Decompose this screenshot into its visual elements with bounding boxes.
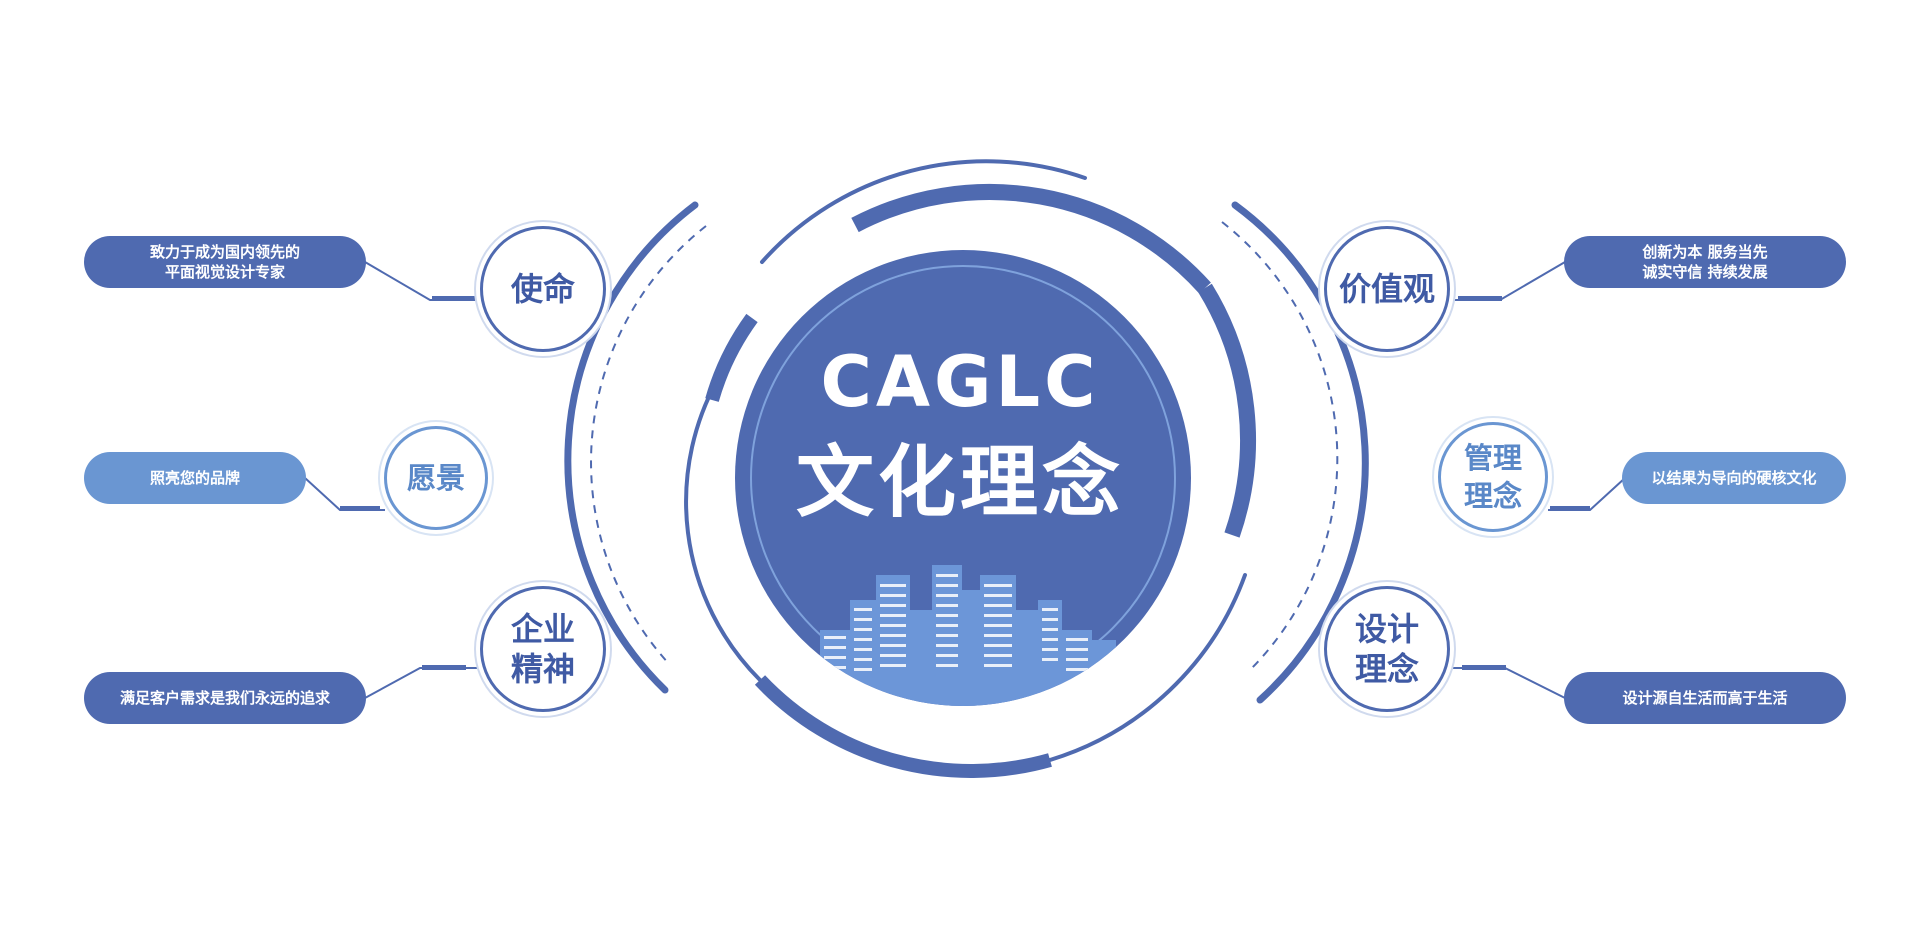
pill-management: 以结果为导向的硬核文化 — [1622, 452, 1846, 504]
connector-values — [1452, 261, 1566, 301]
pill-vision-text: 照亮您的品牌 — [149, 469, 240, 487]
dashed-arcs — [590, 221, 1339, 671]
outer-arcs — [564, 159, 1369, 778]
center-circle — [735, 250, 1191, 706]
dashed-arc-left — [590, 225, 707, 666]
connector-mission — [364, 261, 480, 301]
node-design: 设计 理念 — [1324, 586, 1450, 712]
node-management-label-1: 管理 — [1463, 441, 1522, 475]
dashed-arc-right — [1221, 221, 1339, 671]
pill-spirit-text: 满足客户需求是我们永远的追求 — [119, 689, 330, 707]
arc-top-thin — [760, 159, 1087, 264]
arc-left-outer — [564, 201, 699, 694]
node-management-label-2: 理念 — [1463, 479, 1522, 513]
node-vision-label: 愿景 — [406, 461, 465, 495]
pill-values: 创新为本 服务当先 诚实守信 持续发展 — [1564, 236, 1846, 288]
arc-right-thick — [1198, 283, 1257, 538]
pill-mission-line2: 平面视觉设计专家 — [164, 263, 285, 281]
connector-design — [1452, 667, 1566, 699]
connector-management — [1548, 477, 1626, 511]
node-values-label: 价值观 — [1338, 270, 1435, 308]
node-management: 管理 理念 — [1438, 422, 1548, 532]
brand-logo-text: CAGLC — [820, 341, 1100, 423]
pill-management-text: 以结果为导向的硬核文化 — [1651, 469, 1817, 487]
connector-spirit — [364, 667, 480, 699]
arc-right-outer — [1231, 201, 1369, 704]
node-spirit-label-1: 企业 — [510, 610, 575, 648]
arc-bottom-thick — [754, 675, 1052, 778]
arc-left-inner — [684, 370, 762, 682]
pill-design: 设计源自生活而高于生活 — [1564, 672, 1846, 724]
node-spirit: 企业 精神 — [480, 586, 606, 712]
node-vision: 愿景 — [384, 426, 488, 530]
node-values: 价值观 — [1324, 226, 1450, 352]
node-design-label-1: 设计 — [1354, 610, 1419, 648]
pill-design-text: 设计源自生活而高于生活 — [1622, 689, 1788, 707]
arc-bottom-thin — [1048, 573, 1247, 762]
pill-spirit: 满足客户需求是我们永远的追求 — [84, 672, 366, 724]
node-design-label-2: 理念 — [1354, 650, 1419, 688]
connector-bars — [340, 296, 1590, 670]
pill-mission: 致力于成为国内领先的 平面视觉设计专家 — [84, 236, 366, 288]
pill-values-line1: 创新为本 服务当先 — [1642, 243, 1768, 261]
pill-values-line2: 诚实守信 持续发展 — [1642, 263, 1768, 281]
node-spirit-label-2: 精神 — [510, 650, 575, 688]
connector-vision — [304, 477, 385, 511]
arc-left-thick — [705, 313, 758, 402]
culture-title: 文化理念 — [795, 438, 1124, 528]
node-mission-label: 使命 — [510, 270, 575, 308]
pill-vision: 照亮您的品牌 — [84, 452, 306, 504]
arc-top-thick — [851, 183, 1211, 294]
pill-mission-line1: 致力于成为国内领先的 — [149, 243, 300, 261]
node-mission: 使命 — [480, 226, 606, 352]
